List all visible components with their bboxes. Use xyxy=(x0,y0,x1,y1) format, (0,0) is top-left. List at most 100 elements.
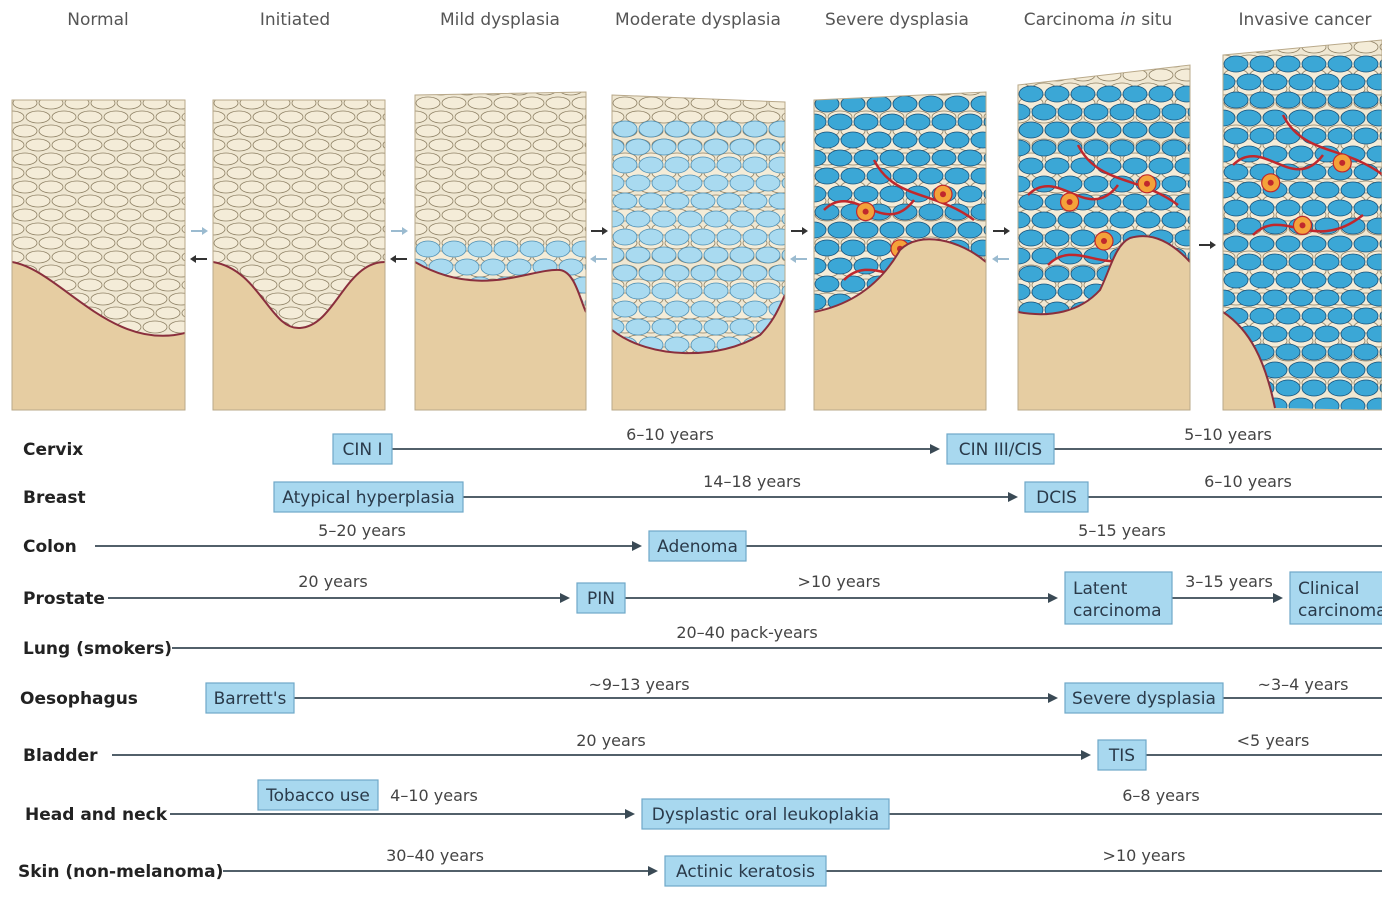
timeline-arrowhead xyxy=(632,541,642,551)
stage-title-mild-dysplasia: Mild dysplasia xyxy=(440,10,560,30)
duration-label: >10 years xyxy=(1103,846,1186,865)
tissue-panel-normal xyxy=(0,30,206,410)
stage-box-pin: PIN xyxy=(577,583,625,613)
organ-timelines: Cervix CIN I CIN III/CIS 6–10 years 5–10 yea… xyxy=(18,425,1382,886)
panel-arrow xyxy=(1199,241,1216,249)
stage-title-moderate-dysplasia: Moderate dysplasia xyxy=(615,10,781,30)
duration-label: 5–15 years xyxy=(1078,521,1166,540)
timeline-row-skin-non-melanoma: Skin (non-melanoma) Actinic keratosis 30–4… xyxy=(18,846,1382,886)
stage-box-dcis: DCIS xyxy=(1025,482,1088,512)
stage-box-label: carcinoma xyxy=(1073,601,1162,621)
stage-box-label: PIN xyxy=(587,589,615,609)
timeline-arrowhead xyxy=(1048,693,1058,703)
panel-arrow xyxy=(790,227,808,263)
stage-box-label: CIN III/CIS xyxy=(959,440,1042,460)
stage-box-label: Severe dysplasia xyxy=(1072,689,1216,709)
timeline-arrowhead xyxy=(1048,593,1058,603)
duration-label: ~3–4 years xyxy=(1258,675,1349,694)
stage-box-severe-dysplasia: Severe dysplasia xyxy=(1065,683,1223,713)
stage-box-barrett-s: Barrett's xyxy=(206,683,294,713)
panel-arrow xyxy=(190,227,208,263)
organ-label: Colon xyxy=(23,537,77,557)
timeline-row-lung-smokers: Lung (smokers) 20–40 pack-years xyxy=(23,623,1382,659)
panel-arrow xyxy=(390,227,408,263)
stage-box-adenoma: Adenoma xyxy=(649,531,746,561)
stage-box-label: Dysplastic oral leukoplakia xyxy=(652,805,879,825)
tissue-panel-invasive-cancer xyxy=(1198,30,1382,414)
stage-box-label: Adenoma xyxy=(657,537,738,557)
stage-titles: Normal Initiated Mild dysplasia Moderate dy… xyxy=(67,10,1371,30)
duration-label: >10 years xyxy=(798,572,881,591)
stage-title-normal: Normal xyxy=(67,10,129,30)
timeline-arrowhead xyxy=(1008,492,1018,502)
stage-box-actinic-keratosis: Actinic keratosis xyxy=(665,856,826,886)
duration-label: <5 years xyxy=(1237,731,1310,750)
organ-label: Skin (non-melanoma) xyxy=(18,862,223,882)
stage-box-dysplastic-oral-leukoplakia: Dysplastic oral leukoplakia xyxy=(642,799,889,829)
organ-label: Head and neck xyxy=(25,805,168,825)
duration-label: 4–10 years xyxy=(390,786,478,805)
stage-box-tis: TIS xyxy=(1098,740,1146,770)
duration-label: 5–10 years xyxy=(1184,425,1272,444)
stage-box-cin-iii-cis: CIN III/CIS xyxy=(947,434,1054,464)
tissue-panels xyxy=(0,30,1382,414)
timeline-row-oesophagus: Oesophagus Barrett's Severe dysplasia ~9–13… xyxy=(20,675,1382,713)
stage-box-tobacco-use: Tobacco use xyxy=(258,780,378,810)
timeline-arrowhead xyxy=(930,444,940,454)
timeline-arrowhead xyxy=(625,809,635,819)
stage-box-label: Tobacco use xyxy=(265,786,370,806)
duration-label: 5–20 years xyxy=(318,521,406,540)
organ-label: Prostate xyxy=(23,589,105,609)
duration-label: 20 years xyxy=(298,572,367,591)
tissue-panel-severe-dysplasia xyxy=(789,30,1008,410)
duration-label: 6–10 years xyxy=(1204,472,1292,491)
organ-label: Oesophagus xyxy=(20,689,138,709)
panel-arrow xyxy=(992,227,1010,263)
stage-title-initiated: Initiated xyxy=(260,10,330,30)
timeline-row-colon: Colon Adenoma 5–20 years 5–15 years xyxy=(23,521,1382,561)
timeline-arrowhead xyxy=(1273,593,1283,603)
stage-box-label: DCIS xyxy=(1036,488,1077,508)
duration-label: 6–10 years xyxy=(626,425,714,444)
stage-title-carcinoma-in-situ: Carcinoma in situ xyxy=(1024,10,1172,30)
tissue-panel-mild-dysplasia xyxy=(390,30,609,410)
stage-box-label: TIS xyxy=(1108,746,1135,766)
stage-title-invasive-cancer: Invasive cancer xyxy=(1238,10,1371,30)
stage-box-label: Actinic keratosis xyxy=(676,862,815,882)
stage-box-cin-i: CIN I xyxy=(333,434,392,464)
timeline-row-cervix: Cervix CIN I CIN III/CIS 6–10 years 5–10 yea… xyxy=(23,425,1382,464)
organ-label: Cervix xyxy=(23,440,83,460)
panel-arrow xyxy=(590,227,608,263)
stage-box-label: Clinical xyxy=(1298,579,1359,599)
organ-label: Breast xyxy=(23,488,86,508)
timeline-arrowhead xyxy=(648,866,658,876)
stage-box-label: Atypical hyperplasia xyxy=(282,488,454,508)
timeline-arrowhead xyxy=(560,593,570,603)
stage-box-label: Latent xyxy=(1073,579,1128,599)
duration-label: 14–18 years xyxy=(703,472,801,491)
timeline-row-bladder: Bladder TIS 20 years <5 years xyxy=(23,731,1382,770)
duration-label: 20 years xyxy=(576,731,645,750)
tissue-panel-moderate-dysplasia xyxy=(587,30,806,410)
timeline-arrowhead xyxy=(1081,750,1091,760)
duration-label: 6–8 years xyxy=(1122,786,1199,805)
tissue-panel-initiated xyxy=(188,30,407,410)
organ-label: Lung (smokers) xyxy=(23,639,172,659)
duration-label: 20–40 pack-years xyxy=(676,623,817,642)
timeline-row-breast: Breast Atypical hyperplasia DCIS 14–18 year… xyxy=(23,472,1382,512)
duration-label: 30–40 years xyxy=(386,846,484,865)
stage-title-severe-dysplasia: Severe dysplasia xyxy=(825,10,969,30)
stage-box-label: Barrett's xyxy=(214,689,287,709)
stage-box-label: CIN I xyxy=(342,440,382,460)
tissue-panel-carcinoma-in-situ xyxy=(993,30,1212,410)
stage-box-atypical-hyperplasia: Atypical hyperplasia xyxy=(274,482,463,512)
organ-label: Bladder xyxy=(23,746,98,766)
stage-box-label: carcinoma xyxy=(1298,601,1382,621)
duration-label: 3–15 years xyxy=(1185,572,1273,591)
duration-label: ~9–13 years xyxy=(588,675,689,694)
